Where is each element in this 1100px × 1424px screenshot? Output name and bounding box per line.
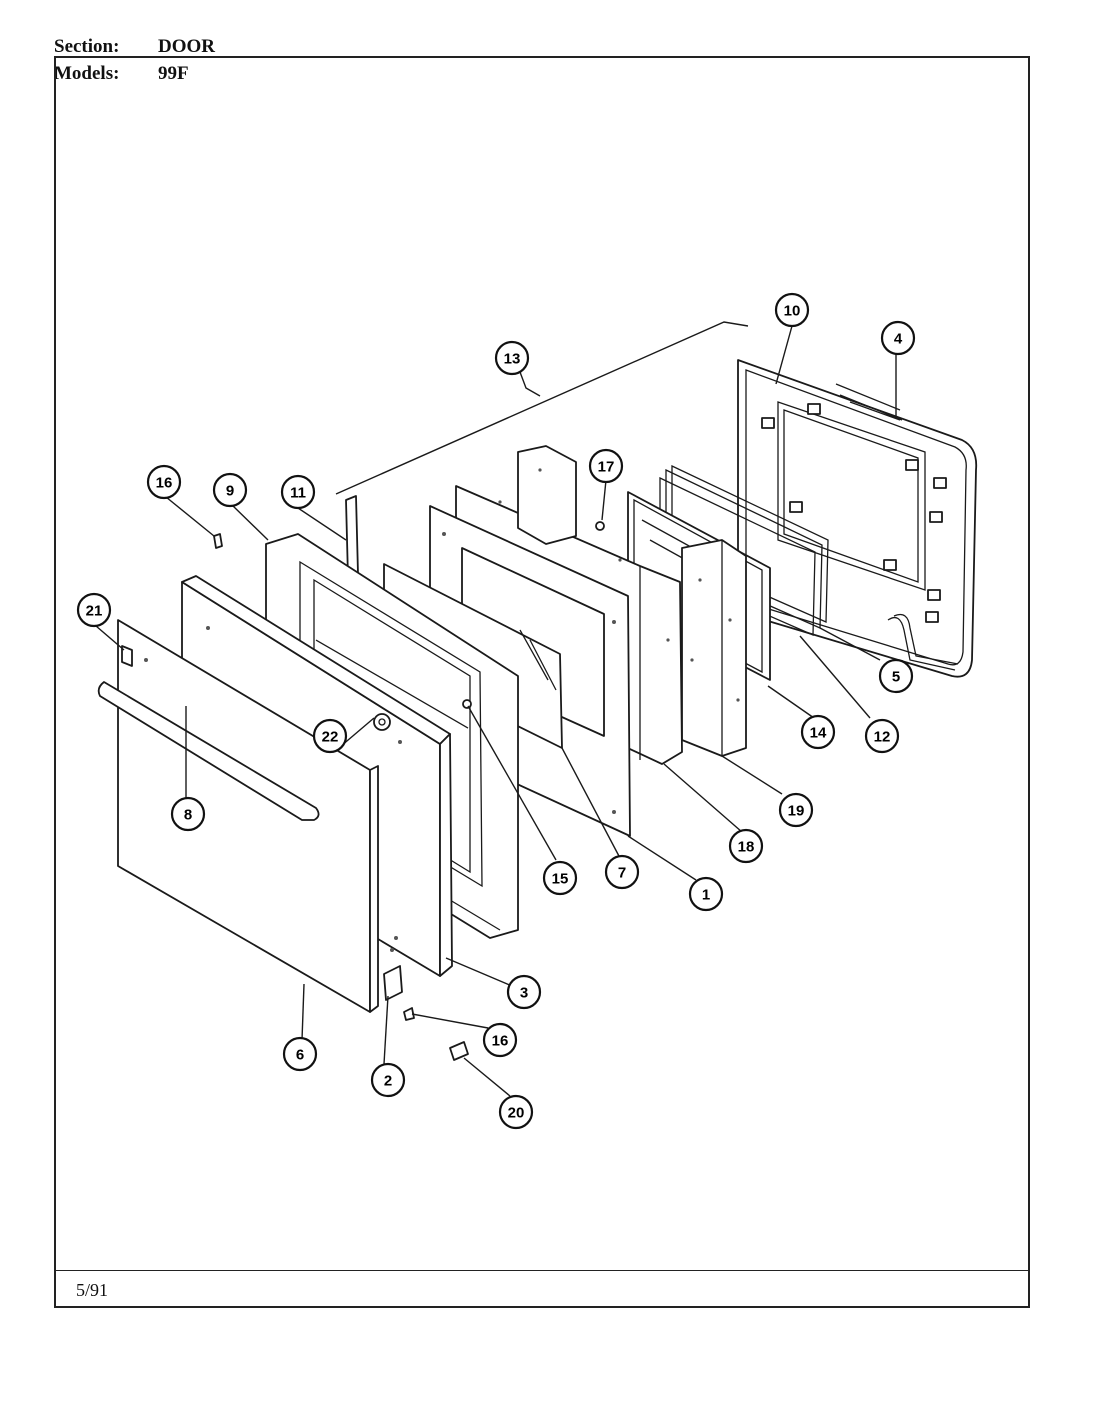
svg-text:21: 21 <box>86 603 103 620</box>
svg-text:17: 17 <box>598 459 615 476</box>
callout-13: 13 <box>494 340 530 376</box>
models-header: Models: 99F <box>54 63 189 85</box>
callout-8: 8 <box>170 796 206 832</box>
callout-7: 7 <box>604 854 640 890</box>
svg-text:8: 8 <box>184 807 192 824</box>
callout-12: 12 <box>864 718 900 754</box>
section-header: Section: DOOR <box>54 36 215 58</box>
svg-text:9: 9 <box>226 483 234 500</box>
callout-22: 22 <box>312 718 348 754</box>
callout-2: 2 <box>370 1062 406 1098</box>
footer-divider <box>56 1270 1030 1271</box>
part-21-logo-badge <box>121 645 133 667</box>
svg-text:3: 3 <box>520 985 528 1002</box>
section-label: Section: <box>54 36 120 57</box>
revision-date: 5/91 <box>76 1280 109 1300</box>
callout-15: 15 <box>542 860 578 896</box>
svg-text:10: 10 <box>784 303 801 320</box>
part-16-screw-bottom <box>403 1007 415 1021</box>
svg-text:15: 15 <box>552 871 569 888</box>
part-8-door-handle <box>97 681 320 821</box>
svg-text:5: 5 <box>892 669 900 686</box>
callout-20: 20 <box>498 1094 534 1130</box>
part-2-clip <box>383 965 403 1001</box>
callout-19: 19 <box>778 792 814 828</box>
callout-4: 4 <box>880 320 916 356</box>
callout-5: 5 <box>878 658 914 694</box>
callout-14: 14 <box>800 714 836 750</box>
part-6-outer-door-panel <box>117 619 379 1013</box>
part-4-door-back-frame <box>737 359 978 678</box>
svg-text:7: 7 <box>618 865 626 882</box>
models-label: Models: <box>54 63 120 84</box>
part-20-plug <box>449 1041 469 1061</box>
callout-21: 21 <box>76 592 112 628</box>
part-13-leader <box>335 321 749 495</box>
svg-text:4: 4 <box>894 331 903 348</box>
part-22-grommet <box>373 713 391 731</box>
callout-17: 17 <box>588 448 624 484</box>
svg-text:20: 20 <box>508 1105 525 1122</box>
callout-3: 3 <box>506 974 542 1010</box>
callout-10: 10 <box>774 292 810 328</box>
callout-18: 18 <box>728 828 764 864</box>
diagram-frame <box>54 56 1030 1308</box>
svg-text:1: 1 <box>702 887 710 904</box>
svg-text:18: 18 <box>738 839 755 856</box>
svg-text:11: 11 <box>290 485 306 502</box>
svg-text:19: 19 <box>788 803 805 820</box>
callout-leaders <box>95 325 897 1097</box>
svg-text:12: 12 <box>874 729 891 746</box>
svg-text:2: 2 <box>384 1073 392 1090</box>
svg-text:16: 16 <box>492 1033 509 1050</box>
svg-text:6: 6 <box>296 1047 304 1064</box>
models-value: 99F <box>158 63 189 84</box>
svg-text:16: 16 <box>156 475 173 492</box>
callout-16-bottom: 16 <box>482 1022 518 1058</box>
part-15-fastener <box>462 699 472 709</box>
callout-11: 11 <box>280 474 316 510</box>
part-17-screw <box>595 521 605 531</box>
callout-1: 1 <box>688 876 724 912</box>
svg-text:13: 13 <box>504 351 521 368</box>
svg-text:14: 14 <box>810 725 827 742</box>
section-value: DOOR <box>158 36 215 57</box>
callout-16-top: 16 <box>146 464 182 500</box>
part-19-insulation <box>681 539 747 757</box>
callout-9: 9 <box>212 472 248 508</box>
svg-text:22: 22 <box>322 729 339 746</box>
part-16-screw-top <box>213 533 223 549</box>
callout-6: 6 <box>282 1036 318 1072</box>
